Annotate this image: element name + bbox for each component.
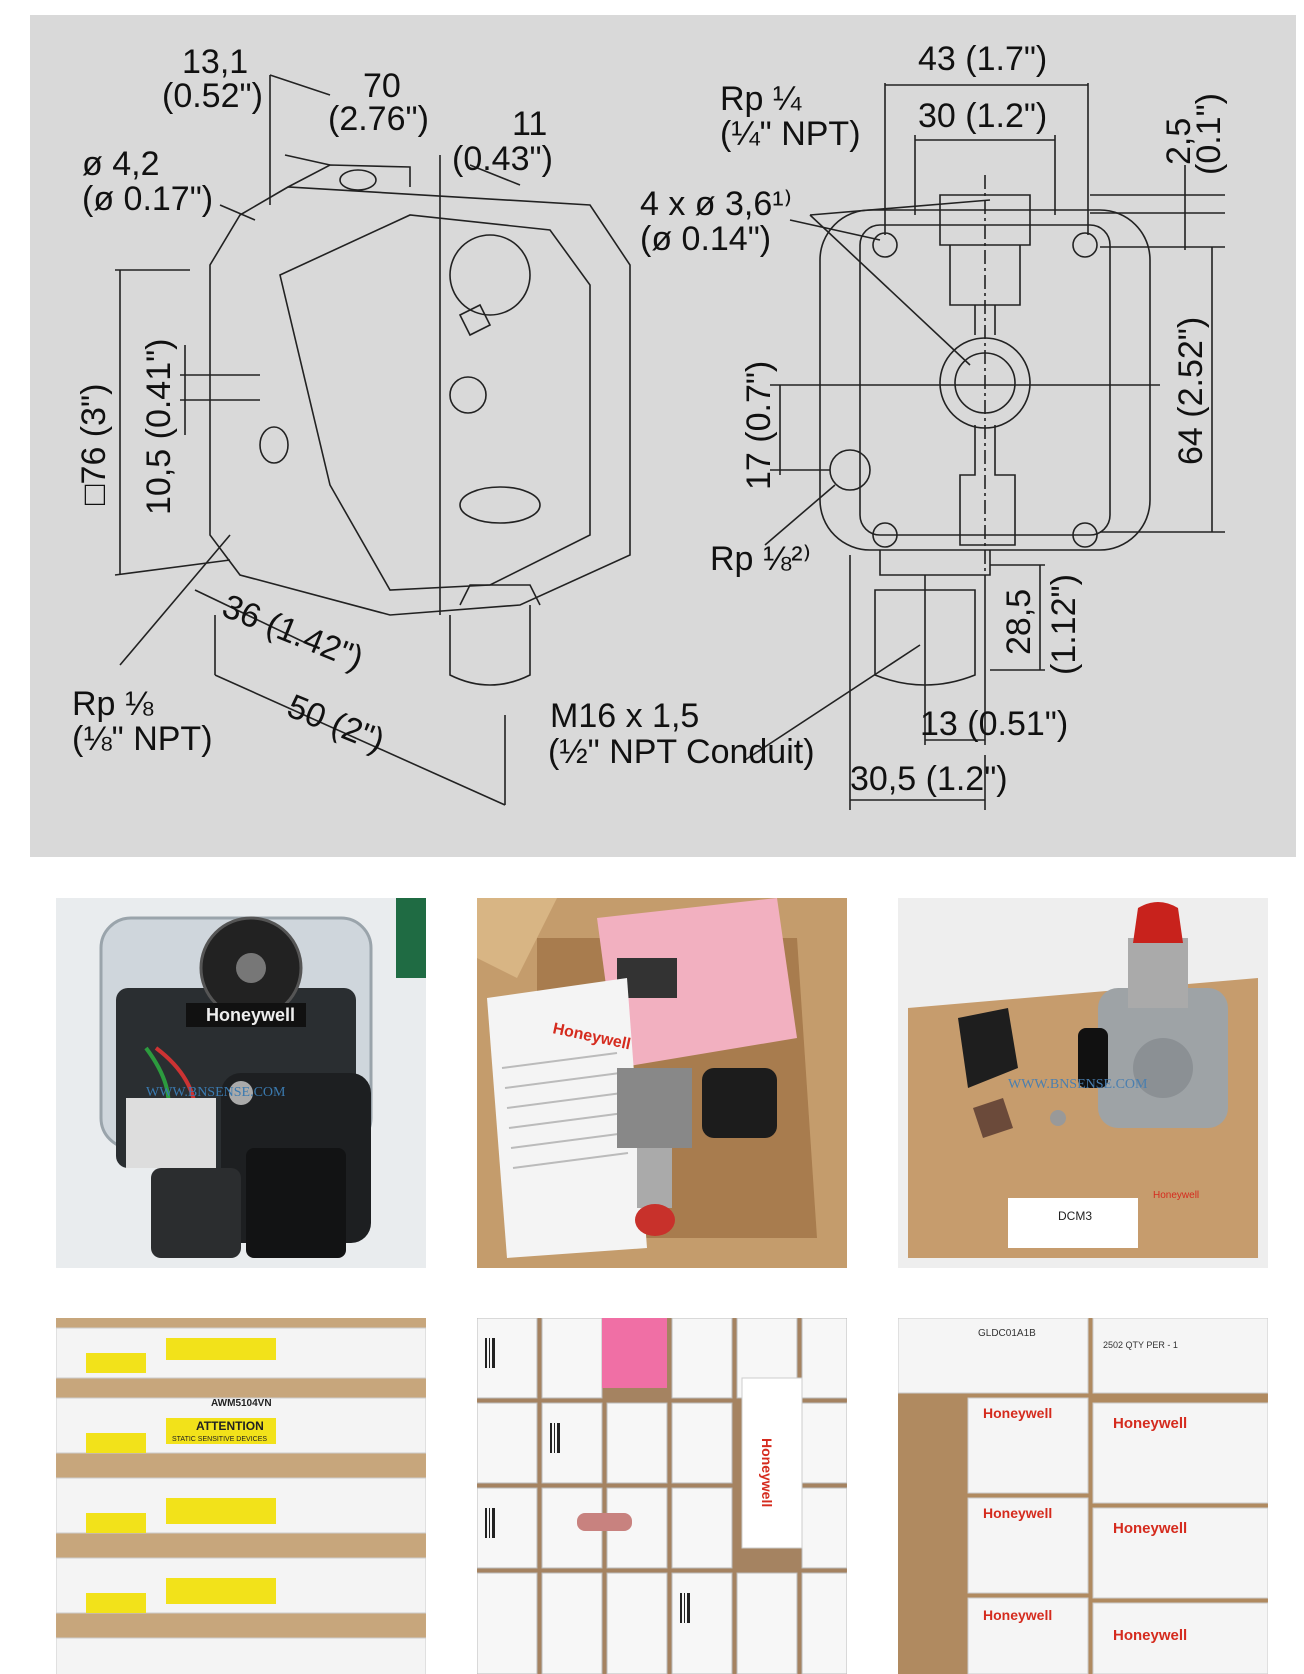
svg-text:Honeywell: Honeywell	[1113, 1415, 1187, 1432]
rp-1-4: Rp ¼	[720, 80, 802, 118]
dim-11-in: (0.43")	[452, 140, 553, 178]
dim-11: 11	[512, 105, 547, 143]
dim-64: 64 (2.52")	[1172, 317, 1210, 465]
svg-text:Honeywell: Honeywell	[983, 1505, 1052, 1521]
photo-sensor-cartons: Honeywell	[477, 1318, 847, 1674]
dia-4-2: ø 4,2	[82, 145, 159, 183]
dim-30: 30 (1.2")	[918, 97, 1047, 135]
rp-1-4-npt: (¼" NPT)	[720, 115, 861, 153]
photo6-brand: Honeywell	[983, 1405, 1052, 1421]
drawing-svg: 13,1 (0.52") 70 (2.76") 11 (0.43") ø 4,2…	[72, 40, 1228, 810]
svg-text:Honeywell: Honeywell	[1113, 1520, 1187, 1537]
dim-28-5: 28,5	[1000, 589, 1038, 655]
photo1-brand: Honeywell	[206, 1005, 295, 1025]
dim-13-1-in: (0.52")	[162, 77, 263, 115]
dim-36: 36 (1.42")	[217, 587, 369, 678]
rp-1-8-npt: (⅛" NPT)	[72, 720, 213, 758]
photo1-watermark: WWW.BNSENSE.COM	[146, 1085, 286, 1100]
holes-spec-in: (ø 0.14")	[640, 220, 771, 258]
dim-70-in: (2.76")	[328, 100, 429, 138]
photo6-qty: 2502 QTY PER - 1	[1103, 1340, 1178, 1350]
svg-text:Honeywell: Honeywell	[1113, 1627, 1187, 1644]
dim-17: 17 (0.7")	[740, 361, 778, 490]
dim-30-5: 30,5 (1.2")	[850, 760, 1008, 798]
dim-43: 43 (1.7")	[918, 40, 1047, 78]
dim-50: 50 (2")	[282, 687, 390, 760]
m16-spec: M16 x 1,5	[550, 697, 699, 735]
dim-13: 13 (0.51")	[920, 705, 1068, 743]
dimension-drawing: 13,1 (0.52") 70 (2.76") 11 (0.43") ø 4,2…	[30, 15, 1296, 857]
photo-open-box-manual: Honeywell	[477, 898, 847, 1268]
photo3-brand: Honeywell	[1153, 1190, 1199, 1201]
photo4-model: AWM5104VN	[211, 1398, 272, 1409]
dim-10-5: 10,5 (0.41")	[140, 338, 178, 515]
dim-13-1: 13,1	[182, 43, 248, 81]
photo-pressure-switch-dial: Honeywell WWW.BNSENSE.COM	[56, 898, 426, 1268]
dim-76: □76 (3")	[75, 384, 113, 505]
photo-awm-sensor-boxes: AWM5104VN ATTENTION STATIC SENSITIVE DEV…	[56, 1318, 426, 1674]
photo4-warning: ATTENTION	[196, 1419, 264, 1433]
photo-gldc-boxes: GLDC01A1B 2502 QTY PER - 1 Honeywell Hon…	[898, 1318, 1268, 1674]
dim-28-5-in: (1.12")	[1045, 574, 1083, 675]
holes-spec: 4 x ø 3,6¹⁾	[640, 185, 792, 223]
dia-4-2-in: (ø 0.17")	[82, 180, 213, 218]
rp-1-8: Rp ⅛	[72, 685, 154, 723]
svg-text:Honeywell: Honeywell	[983, 1607, 1052, 1623]
photo-switch-on-box: DCM3 Honeywell WWW.BNSENSE.COM	[898, 898, 1268, 1268]
dim-70: 70	[363, 67, 401, 105]
photo3-watermark: WWW.BNSENSE.COM	[1008, 1077, 1148, 1092]
photo3-label: DCM3	[1058, 1209, 1092, 1223]
dim-2-5: 2,5	[1160, 118, 1198, 165]
photo5-brand: Honeywell	[759, 1438, 775, 1507]
rp-1-8-2: Rp ⅛²⁾	[710, 540, 811, 578]
conduit-spec: (½" NPT Conduit)	[548, 733, 815, 771]
photo6-model: GLDC01A1B	[978, 1328, 1036, 1339]
dim-2-5-in: (0.1")	[1190, 93, 1228, 175]
side-body-outline	[209, 186, 631, 616]
photo4-warning-sub: STATIC SENSITIVE DEVICES	[172, 1436, 267, 1443]
